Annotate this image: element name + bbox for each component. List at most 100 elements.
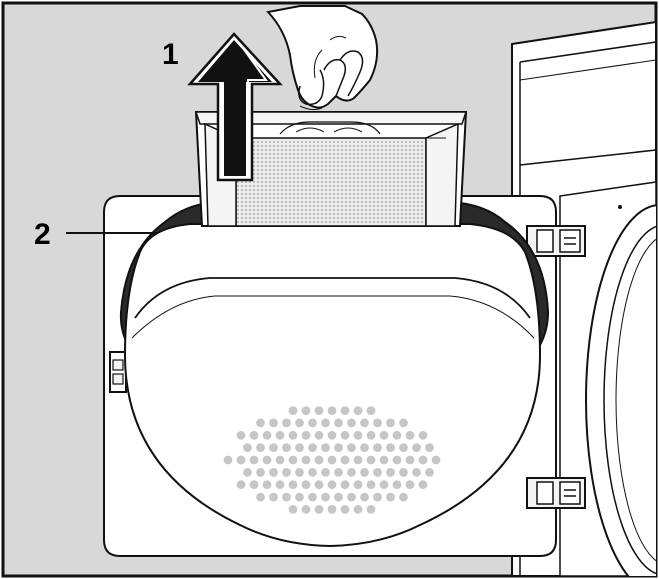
- vent-hole: [282, 443, 291, 452]
- vent-hole: [301, 505, 311, 514]
- vent-hole: [340, 480, 350, 490]
- vent-hole: [366, 480, 376, 490]
- vent-hole: [347, 468, 356, 477]
- vent-hole: [373, 443, 382, 452]
- vent-hole: [347, 443, 356, 452]
- vent-hole: [418, 480, 428, 490]
- filter-mesh: [235, 137, 427, 227]
- vent-hole: [288, 406, 298, 415]
- vent-hole: [392, 480, 402, 490]
- vent-hole: [347, 418, 356, 428]
- vent-hole: [236, 455, 246, 465]
- vent-hole: [392, 455, 402, 465]
- vent-hole: [379, 455, 389, 465]
- vent-hole: [301, 455, 311, 465]
- upper-lint-filter: [194, 111, 468, 227]
- vent-holes: [223, 406, 441, 514]
- vent-hole: [334, 468, 343, 477]
- vent-hole: [386, 418, 395, 428]
- vent-hole: [308, 443, 317, 452]
- vent-hole: [334, 418, 343, 428]
- vent-hole: [301, 430, 311, 440]
- vent-hole: [373, 468, 382, 477]
- vent-hole: [425, 468, 434, 477]
- vent-hole: [360, 418, 369, 428]
- vent-hole: [243, 468, 252, 477]
- vent-hole: [308, 492, 317, 502]
- vent-hole: [412, 468, 421, 477]
- vent-hole: [249, 430, 259, 440]
- vent-hole: [366, 430, 376, 440]
- vent-hole: [353, 480, 363, 490]
- vent-hole: [269, 418, 278, 428]
- vent-hole: [262, 430, 272, 440]
- vent-hole: [392, 430, 402, 440]
- vent-hole: [269, 492, 278, 502]
- vent-hole: [288, 455, 298, 465]
- vent-hole: [314, 406, 324, 415]
- vent-hole: [327, 505, 337, 514]
- vent-hole: [386, 443, 395, 452]
- vent-hole: [366, 406, 376, 415]
- vent-hole: [314, 455, 324, 465]
- vent-hole: [308, 468, 317, 477]
- vent-hole: [223, 455, 233, 465]
- vent-hole: [340, 430, 350, 440]
- vent-hole: [256, 468, 265, 477]
- vent-hole: [386, 468, 395, 477]
- vent-hole: [399, 443, 408, 452]
- vent-hole: [360, 468, 369, 477]
- hinge-icon: [526, 225, 586, 257]
- vent-hole: [353, 406, 363, 415]
- vent-hole: [288, 480, 298, 490]
- vent-hole: [314, 505, 324, 514]
- vent-hole: [418, 455, 428, 465]
- vent-hole: [275, 480, 285, 490]
- vent-hole: [269, 443, 278, 452]
- vent-hole: [295, 492, 304, 502]
- vent-hole: [373, 492, 382, 502]
- vent-hole: [295, 418, 304, 428]
- vent-hole: [379, 480, 389, 490]
- vent-hole: [353, 430, 363, 440]
- vent-hole: [412, 443, 421, 452]
- vent-hole: [295, 443, 304, 452]
- vent-hole: [249, 480, 259, 490]
- vent-hole: [405, 480, 415, 490]
- vent-hole: [236, 430, 246, 440]
- vent-hole: [425, 443, 434, 452]
- vent-hole: [334, 492, 343, 502]
- vent-hole: [327, 430, 337, 440]
- vent-hole: [282, 418, 291, 428]
- vent-hole: [256, 492, 265, 502]
- vent-hole: [321, 492, 330, 502]
- vent-hole: [269, 468, 278, 477]
- vent-hole: [275, 455, 285, 465]
- vent-hole: [405, 455, 415, 465]
- vent-hole: [262, 455, 272, 465]
- vent-hole: [373, 418, 382, 428]
- vent-hole: [321, 443, 330, 452]
- vent-hole: [347, 492, 356, 502]
- vent-hole: [308, 418, 317, 428]
- vent-hole: [418, 430, 428, 440]
- vent-hole: [327, 455, 337, 465]
- vent-hole: [314, 430, 324, 440]
- hand-icon: [266, 5, 379, 111]
- up-arrow-icon: [187, 32, 283, 182]
- vent-hole: [340, 505, 350, 514]
- vent-hole: [321, 418, 330, 428]
- vent-hole: [379, 430, 389, 440]
- callout-1-label: 1: [162, 38, 179, 71]
- vent-hole: [249, 455, 259, 465]
- vent-hole: [360, 443, 369, 452]
- hinge-icon: [526, 477, 586, 509]
- vent-hole: [353, 455, 363, 465]
- vent-hole: [295, 468, 304, 477]
- vent-hole: [431, 455, 441, 465]
- lower-filter-cover: [123, 223, 542, 548]
- vent-hole: [236, 480, 246, 490]
- vent-hole: [301, 480, 311, 490]
